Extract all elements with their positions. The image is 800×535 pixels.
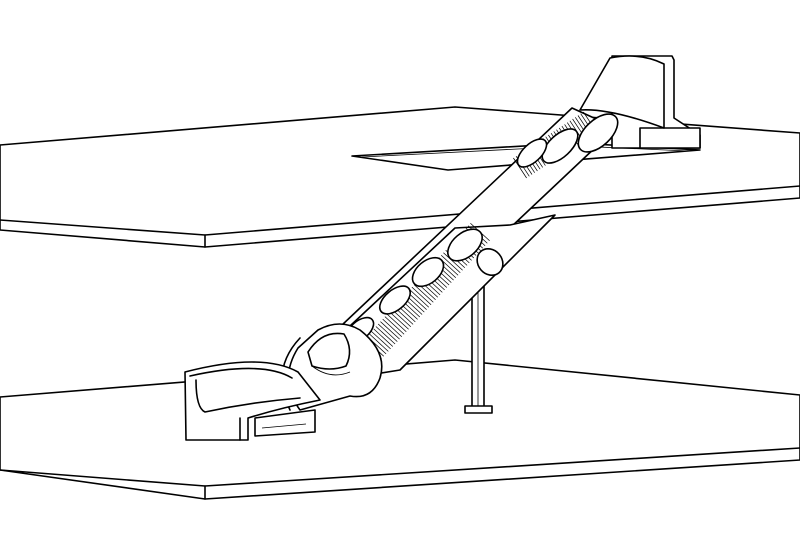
tube-hatch-line xyxy=(375,326,396,345)
tube-hatch-line xyxy=(409,289,430,308)
tube-hatch-line xyxy=(371,331,391,350)
tube-hatch-line xyxy=(440,254,461,273)
support-post xyxy=(464,282,493,414)
tube-hatch-line xyxy=(368,333,389,352)
tube-hatch-line xyxy=(389,311,409,330)
tube-hatch-line xyxy=(382,318,403,337)
tube-hatch-line xyxy=(373,328,394,347)
slide-runout xyxy=(184,361,321,441)
tube-hatch-line xyxy=(413,284,434,303)
tube-hatch-line xyxy=(386,313,407,332)
entry-hood xyxy=(579,55,701,149)
tube-hatch-line xyxy=(411,286,432,305)
tube-hatch-line xyxy=(384,316,405,335)
tube-hatch-line xyxy=(377,323,398,342)
lower-floor-slab xyxy=(0,359,800,500)
tube-hatch-line xyxy=(380,321,400,340)
tube-hatch-line xyxy=(443,252,463,271)
tube-hatch-line xyxy=(513,157,527,179)
